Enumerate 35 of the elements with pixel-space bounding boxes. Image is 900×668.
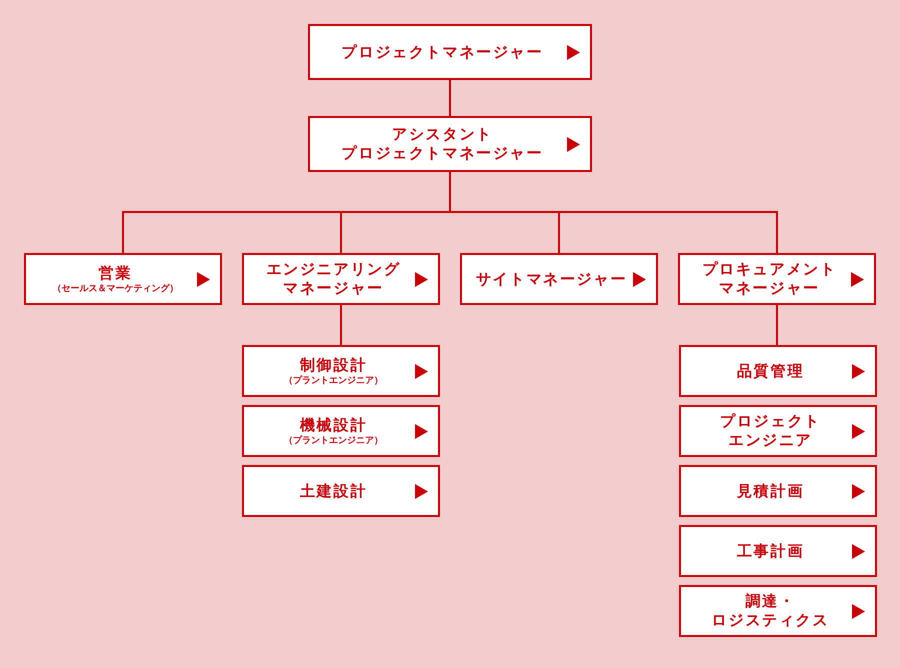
role-title: 機械設計 [300,416,368,434]
role-box [679,585,877,637]
role-title: 土建設計 [300,482,368,500]
role-box [24,253,222,305]
role-box [679,405,877,457]
role-title: 品質管理 [736,362,804,380]
connector-line [449,80,451,116]
role-title: プロジェクトマネージャー [342,42,544,62]
role-title: エンジニアリングマネージャー [266,260,401,298]
role-box [678,253,876,305]
role-title: 調達・ロジスティクス [712,592,830,630]
role-box [460,253,658,305]
role-box [679,345,877,397]
role-box [242,253,440,305]
role-subtitle: （プラントエンジニア） [284,374,383,386]
role-subtitle: （セールス＆マーケティング） [52,282,178,294]
role-title: 見積計画 [736,482,804,500]
connector-line [340,305,342,345]
role-box [679,525,877,577]
role-title: アシスタントプロジェクトマネージャー [342,125,544,163]
role-title: 制御設計 [300,356,368,374]
role-box [242,465,440,517]
role-title: 工事計画 [736,542,804,560]
role-title: プロジェクトエンジニア [720,412,821,450]
connector-line [776,305,779,346]
role-title: サイトマネージャー [476,270,628,288]
connector-line [449,172,778,253]
role-subtitle: （プラントエンジニア） [284,434,383,446]
role-box [308,116,592,172]
role-title: プロキュアメントマネージャー [702,260,837,298]
role-box [679,465,877,517]
role-box [308,24,592,80]
role-box [242,345,440,397]
role-box [242,405,440,457]
role-title: 営業 [98,264,132,282]
